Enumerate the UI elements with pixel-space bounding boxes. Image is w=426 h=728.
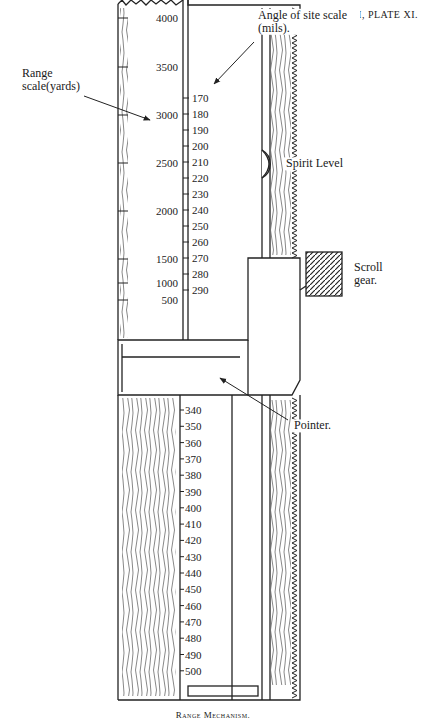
scale-number: 1000: [155, 277, 179, 289]
stroke: [183, 194, 189, 195]
stroke: [118, 211, 128, 212]
part-label: Range scale(yards): [20, 67, 94, 93]
scale-ticks: [118, 18, 189, 671]
stroke: [118, 67, 128, 68]
scale-number: 440: [184, 567, 203, 579]
scale-number: 250: [191, 220, 210, 232]
scale-number: 3000: [155, 109, 179, 121]
scale-number: 270: [191, 252, 210, 264]
upper-slide: [118, 0, 342, 700]
stroke: [183, 162, 189, 163]
scale-number: 500: [161, 294, 180, 306]
part-label: Spirit Level: [284, 157, 345, 170]
rack-teeth-path: [292, 8, 297, 698]
scale-number: 230: [191, 188, 210, 200]
stroke: [118, 283, 128, 284]
stroke: [183, 290, 189, 291]
scale-number: 390: [184, 485, 203, 497]
stroke: [183, 274, 189, 275]
stroke: [183, 114, 189, 115]
part-label: Pointer.: [292, 419, 333, 432]
scale-number: 190: [191, 124, 210, 136]
scale-number: 360: [184, 437, 203, 449]
stroke: [118, 115, 128, 116]
scale-number: 450: [184, 583, 203, 595]
stroke: [183, 178, 189, 179]
scale-number: 480: [184, 632, 203, 644]
scale-number: 210: [191, 156, 210, 168]
scale-number: 4000: [155, 12, 179, 24]
stroke: [118, 259, 128, 260]
stroke: [118, 300, 128, 301]
scale-number: 470: [184, 616, 203, 628]
scale-number: 170: [191, 92, 210, 104]
scale-number: 380: [184, 469, 203, 481]
stroke: [183, 258, 189, 259]
scale-number: 370: [184, 453, 203, 465]
stroke: [183, 146, 189, 147]
figure-caption: Range Mechanism.: [176, 711, 251, 721]
part-label: Scroll gear.: [352, 261, 406, 287]
scale-number: 400: [184, 502, 203, 514]
scale-number: 220: [191, 172, 210, 184]
scale-number: 280: [191, 268, 210, 280]
scale-number: 2000: [155, 205, 179, 217]
scale-number: 430: [184, 551, 203, 563]
leader-lines: [84, 42, 288, 420]
scale-number: 200: [191, 140, 210, 152]
scale-number: 420: [184, 534, 203, 546]
stroke: [183, 98, 189, 99]
scale-number: 240: [191, 204, 210, 216]
stroke: [118, 163, 128, 164]
scale-number: 410: [184, 518, 203, 530]
rack-teeth: [292, 8, 297, 698]
scale-number: 290: [191, 284, 210, 296]
scale-number: 500: [184, 665, 203, 677]
stroke: [118, 18, 128, 19]
scale-number: 340: [184, 404, 203, 416]
scale-number: 180: [191, 108, 210, 120]
scale-number: 260: [191, 236, 210, 248]
scale-number: 490: [184, 648, 203, 660]
scale-number: 3500: [155, 61, 179, 73]
stroke: [183, 210, 189, 211]
stroke: [183, 242, 189, 243]
scale-number: 1500: [155, 253, 179, 265]
scale-number: 2500: [155, 157, 179, 169]
part-label: Angle of site scale (mils).: [256, 9, 360, 35]
stroke: [183, 130, 189, 131]
stroke: [183, 226, 189, 227]
scale-number: 460: [184, 600, 203, 612]
scale-number: 350: [184, 420, 203, 432]
